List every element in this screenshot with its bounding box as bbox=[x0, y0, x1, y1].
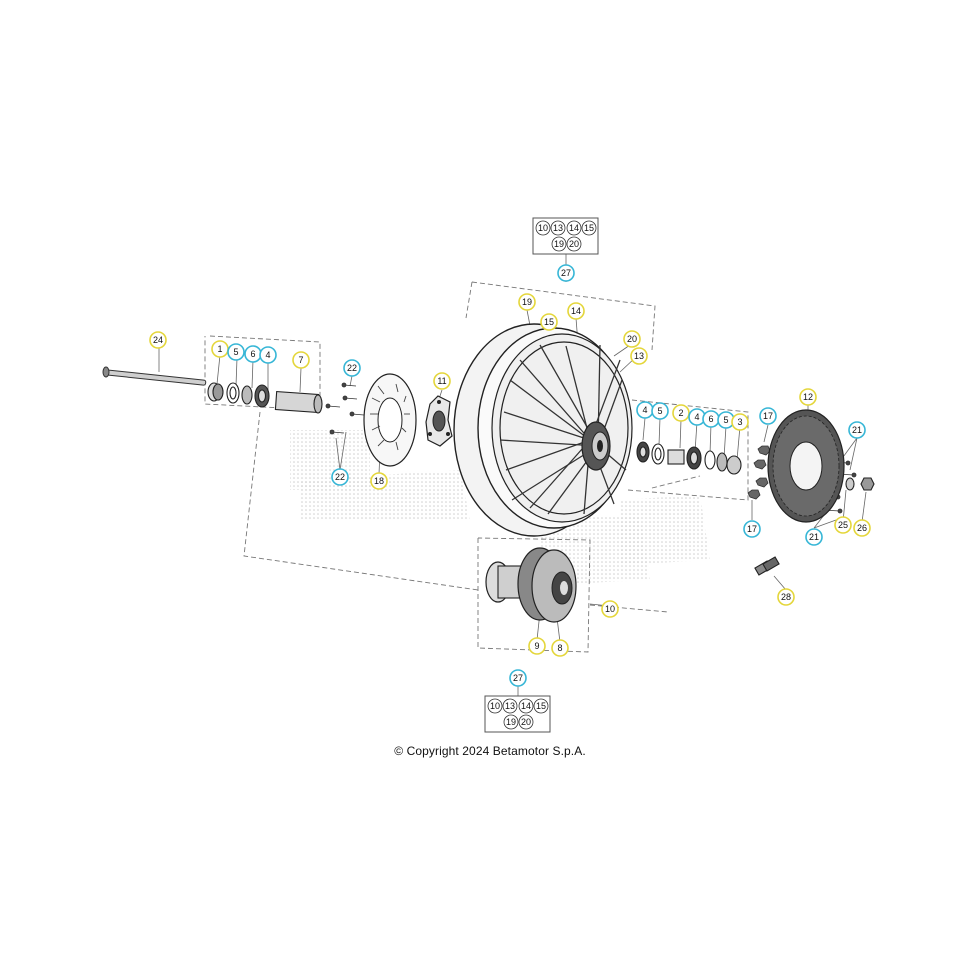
callout-15: 15 bbox=[540, 313, 558, 331]
svg-text:8: 8 bbox=[557, 643, 562, 653]
svg-text:6: 6 bbox=[250, 349, 255, 359]
svg-text:27: 27 bbox=[513, 673, 523, 683]
axle-part bbox=[102, 366, 207, 386]
chain-link bbox=[754, 556, 780, 576]
svg-text:6: 6 bbox=[708, 414, 713, 424]
callout-9: 9 bbox=[528, 637, 546, 655]
callout-4-right-a: 4 bbox=[636, 401, 654, 419]
rear-hub bbox=[485, 547, 577, 623]
callout-28: 28 bbox=[777, 588, 795, 606]
callout-5-right-a: 5 bbox=[651, 402, 669, 420]
svg-text:26: 26 bbox=[857, 523, 867, 533]
callout-21-bottom: 21 bbox=[805, 528, 823, 546]
svg-text:10: 10 bbox=[605, 604, 615, 614]
rear-sprocket bbox=[767, 409, 845, 523]
kit-bottom-10: 10 bbox=[490, 701, 500, 711]
svg-text:27: 27 bbox=[561, 268, 571, 278]
svg-text:14: 14 bbox=[571, 306, 581, 316]
kit-top-14: 14 bbox=[569, 223, 579, 233]
kit-top-19: 19 bbox=[554, 239, 564, 249]
brake-disc bbox=[363, 373, 417, 467]
callout-1: 1 bbox=[211, 340, 229, 358]
svg-text:17: 17 bbox=[763, 411, 773, 421]
spoked-wheel bbox=[453, 323, 633, 537]
copyright-notice: © Copyright 2024 Betamotor S.p.A. bbox=[394, 744, 586, 758]
svg-text:5: 5 bbox=[723, 415, 728, 425]
kit-bottom-13: 13 bbox=[505, 701, 515, 711]
svg-text:11: 11 bbox=[437, 376, 446, 386]
svg-text:13: 13 bbox=[634, 351, 644, 361]
svg-text:7: 7 bbox=[298, 355, 303, 365]
svg-text:15: 15 bbox=[544, 317, 554, 327]
svg-text:28: 28 bbox=[781, 592, 791, 602]
callouts: 24 1 5 6 4 7 22 22 18 11 27 19 15 14 20 … bbox=[149, 264, 871, 687]
left-bearing-set bbox=[207, 382, 323, 414]
svg-text:22: 22 bbox=[335, 472, 345, 482]
callout-6-left: 6 bbox=[244, 345, 262, 363]
brake-disc-bolts bbox=[325, 382, 365, 435]
svg-text:19: 19 bbox=[522, 297, 532, 307]
callout-18: 18 bbox=[370, 472, 388, 490]
dashed-group-lines bbox=[204, 281, 749, 653]
kit-bottom-19: 19 bbox=[506, 717, 516, 727]
kit-top-20: 20 bbox=[569, 239, 579, 249]
svg-text:12: 12 bbox=[803, 392, 813, 402]
svg-text:21: 21 bbox=[809, 532, 819, 542]
svg-text:18: 18 bbox=[374, 476, 384, 486]
callout-6-right: 6 bbox=[702, 410, 720, 428]
callout-26: 26 bbox=[853, 519, 871, 537]
callout-22-top: 22 bbox=[343, 359, 361, 377]
callout-27-top: 27 bbox=[557, 264, 575, 282]
kit-top-10: 10 bbox=[538, 223, 548, 233]
kit-top-13: 13 bbox=[553, 223, 563, 233]
callout-19: 19 bbox=[518, 293, 536, 311]
callout-25: 25 bbox=[834, 516, 852, 534]
kit-bottom-15: 15 bbox=[536, 701, 546, 711]
callout-27-bottom: 27 bbox=[509, 669, 527, 687]
right-bearing-set bbox=[636, 441, 742, 475]
svg-text:4: 4 bbox=[694, 412, 699, 422]
svg-text:3: 3 bbox=[737, 417, 742, 427]
svg-text:1: 1 bbox=[217, 344, 222, 354]
kit-box-top: 10 13 14 15 19 20 bbox=[532, 217, 599, 255]
disc-carrier bbox=[425, 395, 453, 447]
callout-22-bottom: 22 bbox=[331, 468, 349, 486]
callout-11: 11 bbox=[433, 372, 451, 390]
callout-24: 24 bbox=[149, 331, 167, 349]
callout-4-left: 4 bbox=[259, 346, 277, 364]
svg-text:4: 4 bbox=[265, 350, 270, 360]
svg-text:5: 5 bbox=[657, 406, 662, 416]
kit-top-15: 15 bbox=[584, 223, 594, 233]
kit-box-bottom: 10 13 14 15 19 20 bbox=[484, 695, 551, 733]
callout-5-left: 5 bbox=[227, 343, 245, 361]
callout-7: 7 bbox=[292, 351, 310, 369]
callout-3: 3 bbox=[731, 413, 749, 431]
callout-2: 2 bbox=[672, 404, 690, 422]
callout-8: 8 bbox=[551, 639, 569, 657]
svg-text:24: 24 bbox=[153, 335, 163, 345]
svg-text:5: 5 bbox=[233, 347, 238, 357]
kit-bottom-14: 14 bbox=[521, 701, 531, 711]
washer-nut bbox=[845, 477, 875, 491]
svg-text:25: 25 bbox=[838, 520, 848, 530]
callout-13: 13 bbox=[630, 347, 648, 365]
svg-text:20: 20 bbox=[627, 334, 637, 344]
callout-17-bottom: 17 bbox=[743, 520, 761, 538]
callout-21-top: 21 bbox=[848, 421, 866, 439]
callout-14: 14 bbox=[567, 302, 585, 320]
svg-text:9: 9 bbox=[534, 641, 539, 651]
svg-text:21: 21 bbox=[852, 425, 862, 435]
svg-text:2: 2 bbox=[678, 408, 683, 418]
callout-20: 20 bbox=[623, 330, 641, 348]
callout-12: 12 bbox=[799, 388, 817, 406]
svg-text:4: 4 bbox=[642, 405, 647, 415]
callout-10: 10 bbox=[601, 600, 619, 618]
svg-text:22: 22 bbox=[347, 363, 357, 373]
kit-bottom-20: 20 bbox=[521, 717, 531, 727]
callout-17-top: 17 bbox=[759, 407, 777, 425]
svg-text:17: 17 bbox=[747, 524, 757, 534]
